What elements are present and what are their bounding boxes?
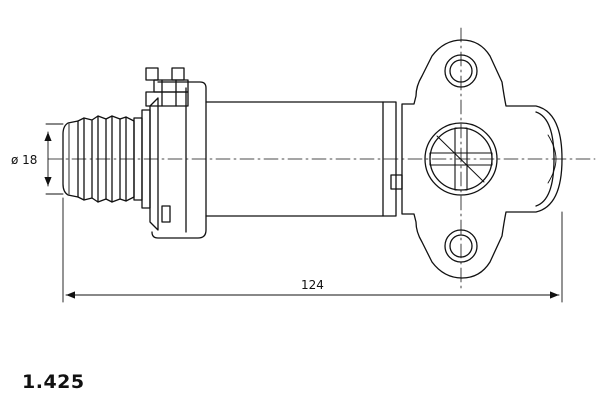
- diameter-label: ø 18: [11, 153, 37, 167]
- part-code: 1.425: [22, 371, 85, 393]
- threaded-nozzle: [62, 115, 135, 203]
- collar: [133, 67, 207, 239]
- length-dimension: [62, 197, 563, 303]
- length-label: 124: [301, 278, 324, 292]
- flange: [401, 39, 563, 279]
- mounting-hole-top: [444, 54, 478, 88]
- diameter-dimension: [44, 123, 64, 195]
- cross-port: [424, 122, 498, 196]
- mounting-hole-bottom: [444, 229, 478, 263]
